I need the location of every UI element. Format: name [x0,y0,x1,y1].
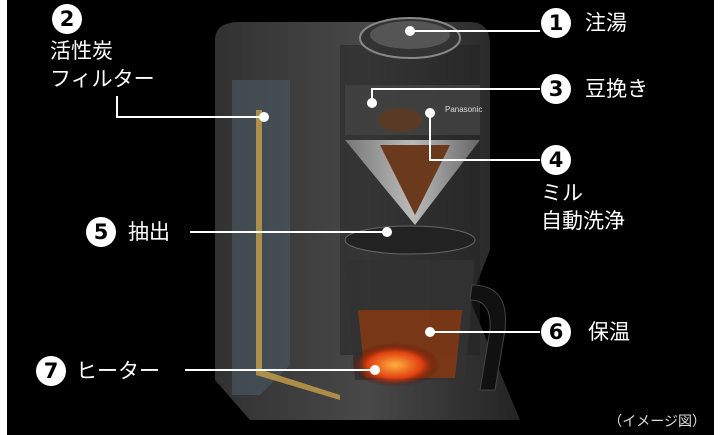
callout-number-4: 4 [541,145,571,175]
callout-number-6: 6 [541,317,571,347]
brand-logo: Panasonic [445,105,482,114]
machine-body: Panasonic [215,17,520,420]
callout-label-4b: 自動洗浄 [541,209,625,233]
callout-label-1: 注湯 [585,11,627,35]
callout-number-3: 3 [541,74,571,104]
callout-number-5: 5 [86,217,116,247]
callout-dot-6 [425,327,435,337]
callout-label-2b: フィルター [50,67,155,91]
callout-label-4a: ミル [541,181,583,205]
callout-dot-3 [367,98,377,108]
leader-line-4 [429,113,540,161]
callout-number-7: 7 [36,356,66,386]
leader-line-2 [116,96,264,118]
callout-label-7: ヒーター [76,359,160,383]
callout-dot-1 [405,26,415,36]
callout-dot-2 [259,112,269,122]
callout-dot-5 [382,227,392,237]
callout-number-2: 2 [52,4,82,34]
callout-dot-7 [370,365,380,375]
callout-label-3: 豆挽き [585,77,648,101]
image-caption: （イメージ図） [608,414,706,430]
callout-label-2a: 活性炭 [50,39,113,63]
callout-dots [259,26,435,375]
callout-label-5: 抽出 [128,220,170,244]
callout-label-6: 保温 [588,320,630,344]
callout-number-1: 1 [541,8,571,38]
callout-dot-4 [425,108,435,118]
